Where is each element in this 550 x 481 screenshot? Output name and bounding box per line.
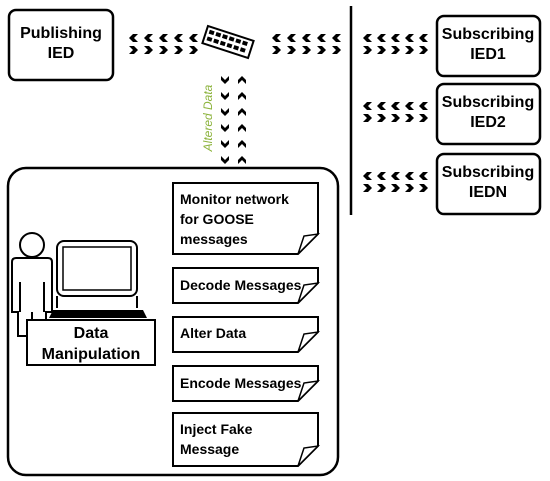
computer-monitor-icon (49, 240, 147, 318)
step-alter-data: Alter Data (172, 316, 321, 353)
step-inject-line2: Message (180, 441, 239, 457)
attacker-desk (26, 319, 156, 366)
flow-switch-to-attacker (221, 76, 246, 164)
step-decode-messages: Decode Messages (172, 267, 321, 304)
flow-bus-to-iedn (363, 172, 428, 192)
flow-switch-to-bus (272, 34, 341, 54)
subscribing-iedn-label-line2: IEDN (469, 184, 507, 201)
subscribing-ied2-label-line1: Subscribing (442, 94, 534, 111)
step-decode-line1: Decode Messages (180, 277, 302, 293)
subscribing-ied2-label-line2: IED2 (470, 114, 506, 131)
step-monitor-line1: Monitor network (180, 191, 289, 207)
step-inject-line1: Inject Fake (180, 421, 253, 437)
subscribing-ied2-box: Subscribing IED2 (435, 82, 542, 146)
step-alter-line1: Alter Data (180, 325, 246, 341)
publishing-ied-label-line1: Publishing (20, 25, 102, 42)
step-encode-messages: Encode Messages (172, 365, 321, 402)
subscribing-ied1-label-line1: Subscribing (442, 26, 534, 43)
flow-bus-to-ied2 (363, 102, 428, 122)
flow-bus-to-ied1 (363, 34, 428, 54)
step-monitor-line2: for GOOSE (180, 211, 254, 227)
attacker-label-line2: Manipulation (42, 346, 141, 363)
altered-data-label: Altered Data (201, 84, 215, 152)
step-encode-line1: Encode Messages (180, 375, 302, 391)
subscribing-ied1-label-line2: IED1 (470, 46, 506, 63)
subscribing-iedn-label-line1: Subscribing (442, 164, 534, 181)
network-switch-icon (201, 24, 255, 60)
publishing-ied-label-line2: IED (48, 45, 75, 62)
flow-publisher-to-switch (129, 34, 198, 54)
step-monitor-line3: messages (180, 231, 248, 247)
subscribing-iedn-box: Subscribing IEDN (435, 152, 542, 216)
attacker-label-line1: Data (74, 325, 109, 342)
subscribing-ied1-box: Subscribing IED1 (435, 14, 542, 78)
publishing-ied-box: Publishing IED (7, 8, 115, 82)
step-monitor-network: Monitor network for GOOSE messages (172, 182, 321, 255)
step-inject-fake-message: Inject Fake Message (172, 412, 321, 467)
